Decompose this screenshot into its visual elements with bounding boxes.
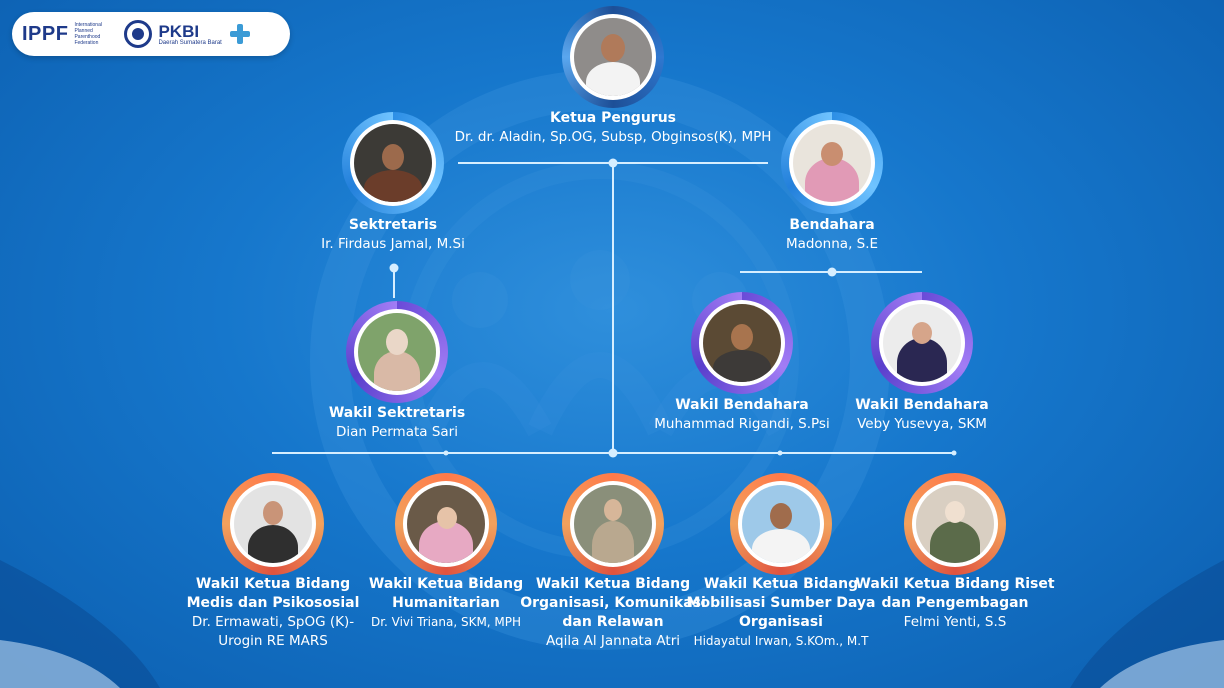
vice-chair-role-line: dan Relawan: [562, 614, 664, 630]
treasurer-card: Bendahara Madonna, S.E: [732, 112, 932, 254]
vice-chair-photo: [742, 485, 820, 563]
vice-chair-photo: [234, 485, 312, 563]
secretary-photo-frame: [342, 112, 444, 214]
pkbi-region: Daerah Sumatera Barat: [158, 39, 222, 46]
vice-secretary-name: Dian Permata Sari: [336, 424, 458, 440]
chair-role: Ketua Pengurus: [550, 110, 676, 126]
secretary-role: Sektretaris: [348, 217, 438, 233]
vice-chair-name-line: Hidayatul Irwan, S.KOm., M.T: [693, 634, 869, 648]
vice-chair-photo-frame: [222, 473, 324, 575]
vice-chair-role-line: Mobilisasi Sumber Daya: [686, 595, 876, 611]
pkbi-logo: PKBI Daerah Sumatera Barat: [158, 23, 221, 46]
vice-treasurer-photo-frame: [691, 292, 793, 394]
vice-secretary-role: Wakil Sektretaris: [328, 405, 466, 421]
chair-name: Dr. dr. Aladin, Sp.OG, Subsp, Obginsos(K…: [454, 129, 772, 145]
vice-chair-role-line: Wakil Ketua Bidang: [703, 576, 859, 592]
vice-chair-card: Wakil Ketua Bidang Medis dan Psikososial…: [183, 473, 363, 651]
vice-chair-name-line: Felmi Yenti, S.S: [903, 614, 1007, 630]
vice-chair-card: Wakil Ketua Bidang Humanitarian Dr. Vivi…: [356, 473, 536, 632]
vice-chair-role-line: dan Pengembagan: [881, 595, 1029, 611]
vice-chair-role-line: Wakil Ketua Bidang: [195, 576, 351, 592]
chair-photo-frame: [562, 6, 664, 108]
ippf-logo: IPPF: [22, 22, 69, 45]
vice-treasurer-name: Muhammad Rigandi, S.Psi: [654, 416, 830, 432]
vice-treasurer-photo: [883, 304, 961, 382]
vice-secretary-photo: [358, 313, 436, 391]
treasurer-name: Madonna, S.E: [785, 236, 879, 252]
vice-chair-card: Wakil Ketua Bidang Mobilisasi Sumber Day…: [687, 473, 875, 651]
partner-logos: IPPF International Planned Parenthood Fe…: [12, 12, 290, 56]
vice-chair-card: Wakil Ketua Bidang Organisasi, Komunikas…: [520, 473, 706, 651]
vice-chair-photo-frame: [904, 473, 1006, 575]
clinic-cross-icon: [228, 22, 252, 46]
vice-treasurer-card: Wakil Bendahara Veby Yusevya, SKM: [832, 292, 1012, 434]
pkbi-emblem-icon: [124, 20, 153, 48]
ippf-caption: International Planned Parenthood Federat…: [74, 22, 102, 46]
vice-treasurer-role: Wakil Bendahara: [675, 397, 809, 413]
vice-chair-name-line: Dr. Ermawati, SpOG (K)-: [191, 614, 355, 630]
vice-chair-photo: [407, 485, 485, 563]
vice-chair-card: Wakil Ketua Bidang Riset dan Pengembagan…: [855, 473, 1055, 632]
vice-chair-photo-frame: [730, 473, 832, 575]
vice-treasurer-role: Wakil Bendahara: [855, 397, 989, 413]
vice-chair-name-line: Aqila Al Jannata Atri: [546, 633, 680, 649]
vice-chair-role-line: Humanitarian: [392, 595, 500, 611]
vice-treasurer-name: Veby Yusevya, SKM: [857, 416, 987, 432]
vice-chair-photo-frame: [562, 473, 664, 575]
vice-chair-name-line: Dr. Vivi Triana, SKM, MPH: [370, 615, 522, 629]
vice-chair-photo: [916, 485, 994, 563]
secretary-photo: [354, 124, 432, 202]
vice-secretary-photo-frame: [346, 301, 448, 403]
vice-chair-photo: [574, 485, 652, 563]
vice-chair-role-line: Wakil Ketua Bidang: [535, 576, 691, 592]
vice-chair-role-line: Medis dan Psikososial: [186, 595, 360, 611]
chair-card: Ketua Pengurus Dr. dr. Aladin, Sp.OG, Su…: [455, 6, 771, 147]
vice-chair-role-line: Wakil Ketua Bidang Riset: [855, 576, 1055, 592]
vice-chair-role-line: Organisasi: [739, 614, 823, 630]
pkbi-mark: PKBI: [158, 21, 200, 41]
vice-chair-photo-frame: [395, 473, 497, 575]
chair-photo: [574, 18, 652, 96]
vice-treasurer-photo-frame: [871, 292, 973, 394]
treasurer-photo: [793, 124, 871, 202]
vice-treasurer-card: Wakil Bendahara Muhammad Rigandi, S.Psi: [652, 292, 832, 434]
secretary-card: Sektretaris Ir. Firdaus Jamal, M.Si: [293, 112, 493, 254]
vice-treasurer-photo: [703, 304, 781, 382]
vice-secretary-card: Wakil Sektretaris Dian Permata Sari: [297, 301, 497, 442]
treasurer-photo-frame: [781, 112, 883, 214]
vice-chair-name-line: Urogin RE MARS: [218, 633, 328, 649]
secretary-name: Ir. Firdaus Jamal, M.Si: [321, 236, 465, 252]
vice-chair-role-line: Wakil Ketua Bidang: [368, 576, 524, 592]
treasurer-role: Bendahara: [789, 217, 875, 233]
vice-chair-role-line: Organisasi, Komunikasi: [520, 595, 706, 611]
